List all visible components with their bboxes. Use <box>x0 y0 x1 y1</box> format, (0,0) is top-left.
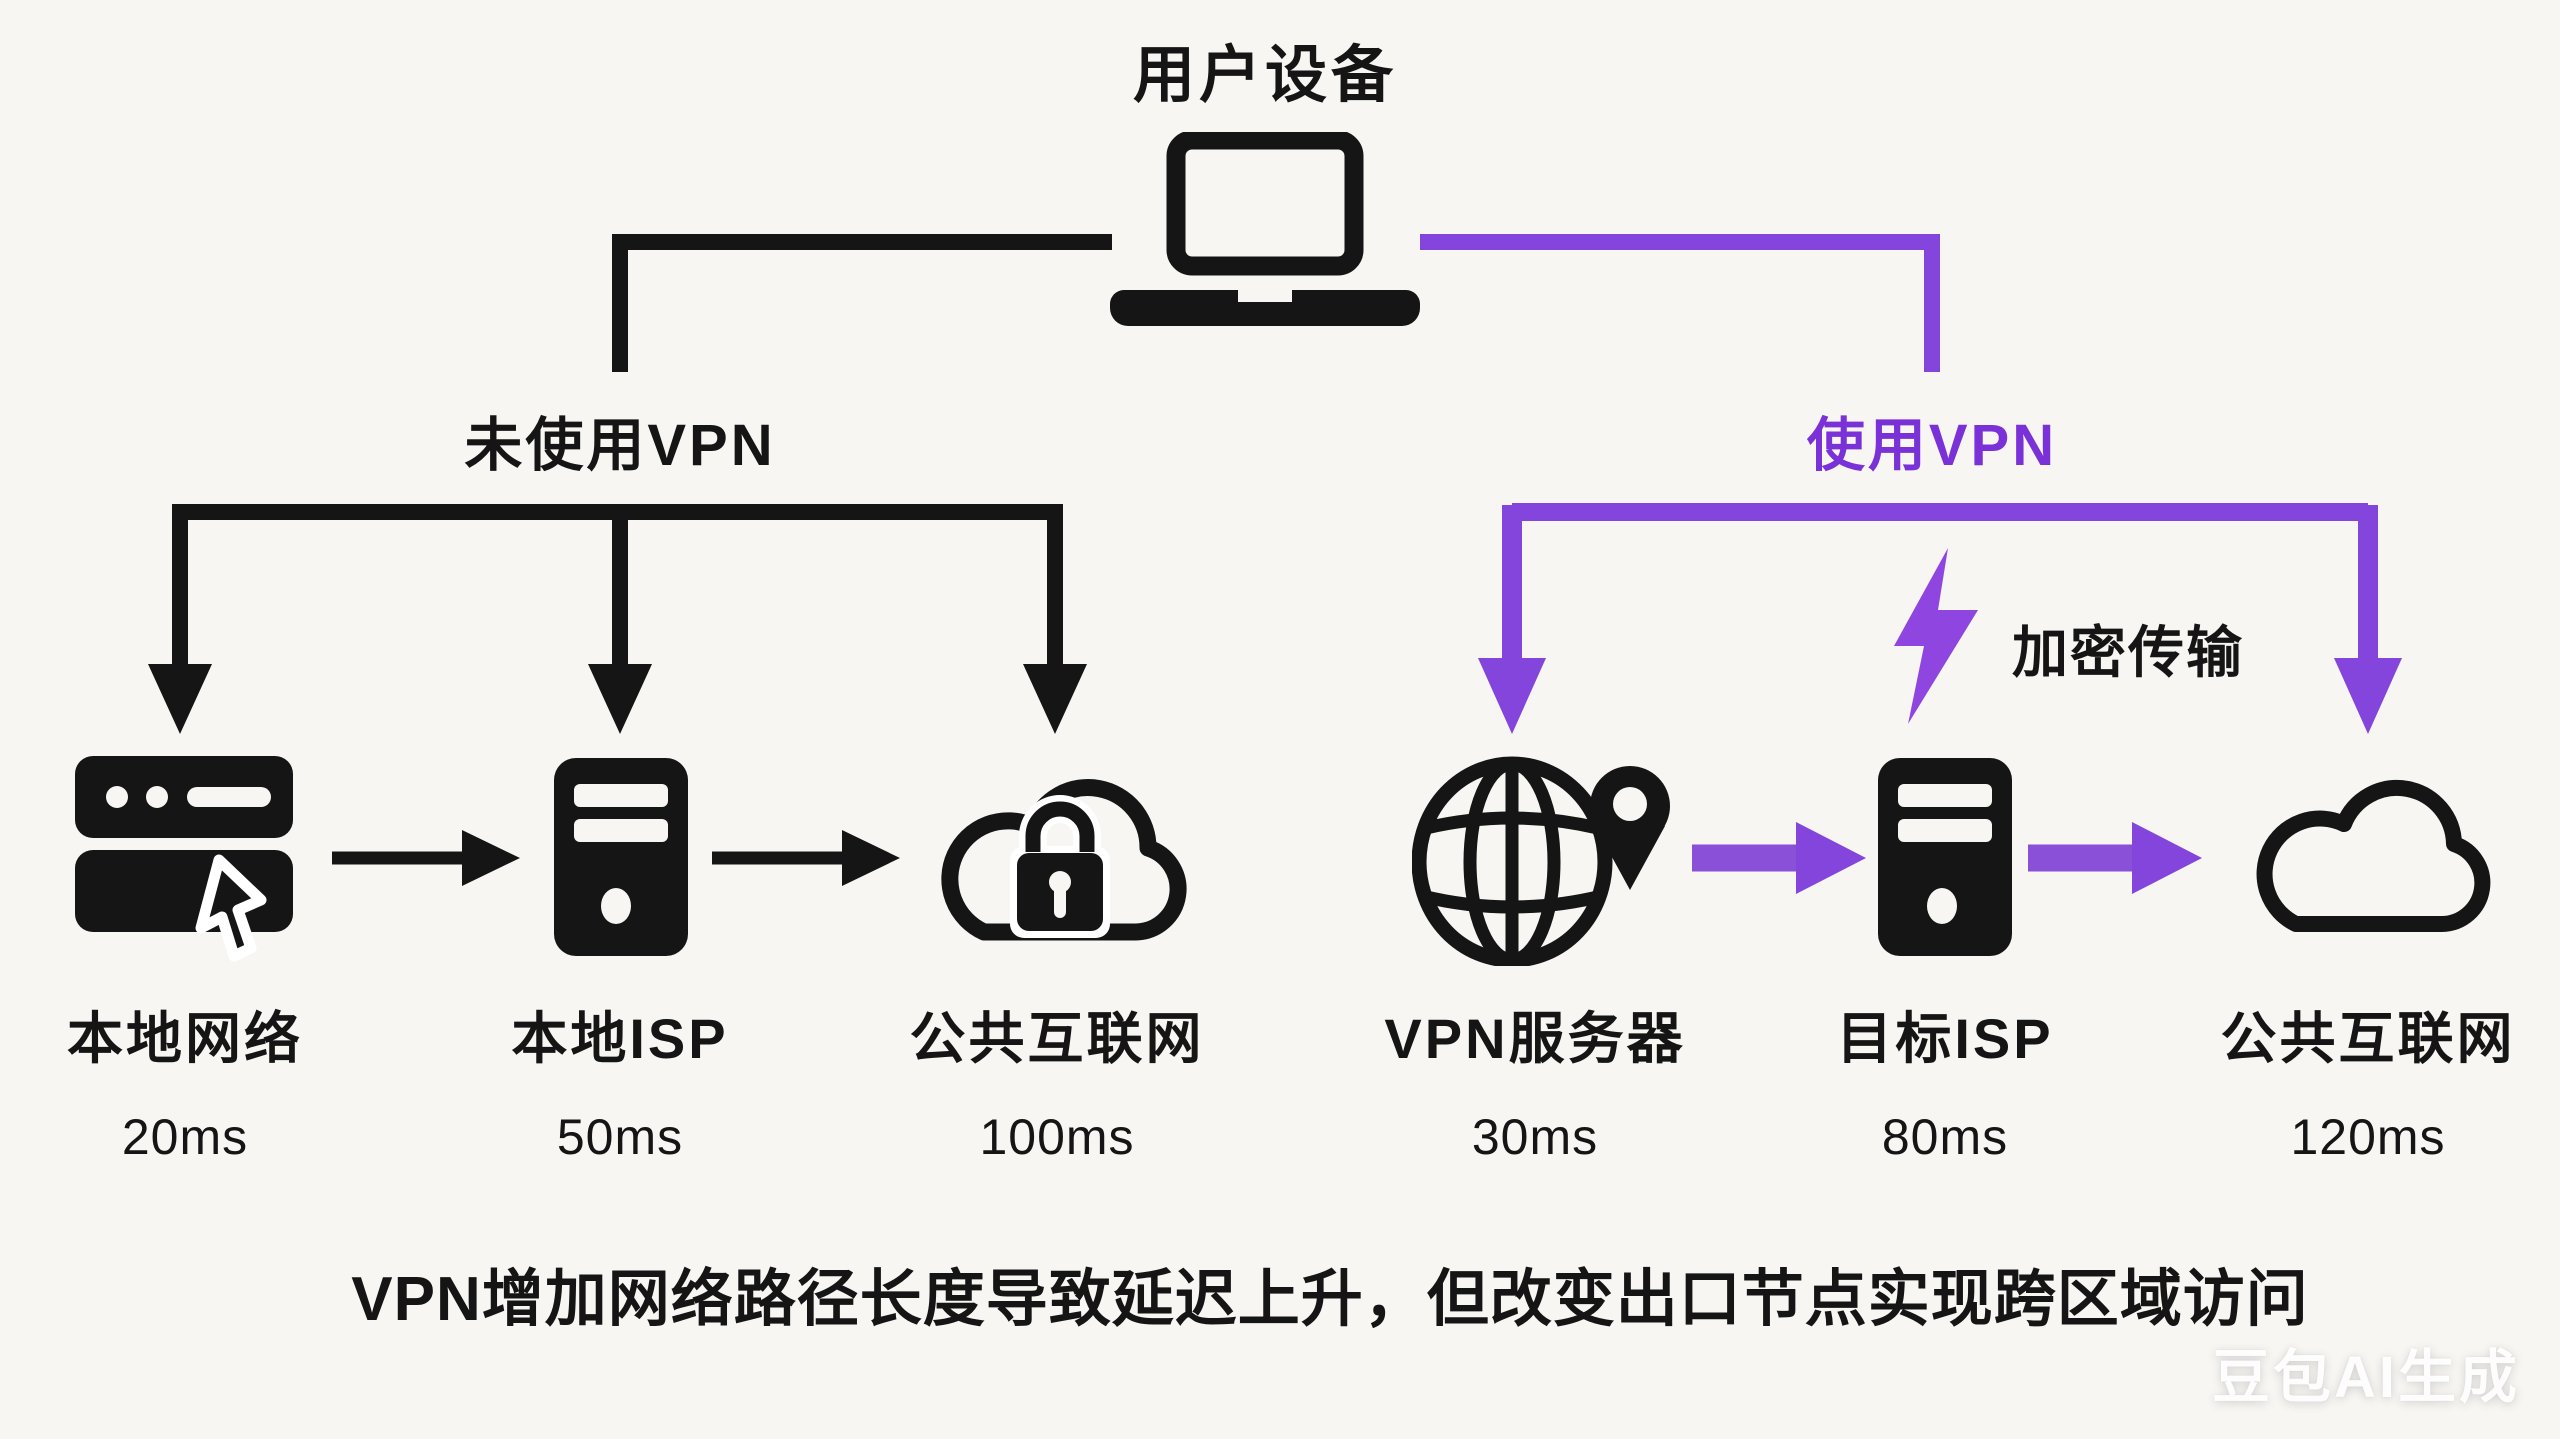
latency-public-internet-right: 120ms <box>2290 1109 2446 1165</box>
latency-vpn-server: 30ms <box>1471 1109 1599 1165</box>
node-label-target-isp: 目标ISP <box>1836 1007 2054 1070</box>
vpn-branch-label: 使用VPN <box>1806 413 2058 478</box>
page-title: 用户设备 <box>1132 41 1398 110</box>
no-vpn-elbow-line <box>612 234 1112 372</box>
node-label-local-network: 本地网络 <box>67 1007 303 1070</box>
lock-glyph <box>1010 795 1110 938</box>
cloud-lock-icon <box>941 779 1187 941</box>
latency-target-isp: 80ms <box>1881 1109 2009 1165</box>
arrow-local-network-to-isp <box>332 830 520 886</box>
vpn-distribution-arrows <box>1478 503 2402 734</box>
encrypted-transport-label: 加密传输 <box>2012 621 2244 684</box>
caption: VPN增加网络路径长度导致延迟上升，但改变出口节点实现跨区域访问 <box>351 1265 2309 1334</box>
arrow-isp-to-internet-left <box>712 830 900 886</box>
no-vpn-branch-label: 未使用VPN <box>464 413 776 478</box>
arrow-vpn-server-to-target-isp <box>1692 822 1866 894</box>
globe-pin-icon <box>1412 756 1670 966</box>
watermark: 豆包AI生成 <box>2212 1345 2521 1410</box>
arrow-target-isp-to-internet-right <box>2028 822 2202 894</box>
laptop-icon <box>1110 132 1420 326</box>
server-icon-2 <box>1878 758 2012 956</box>
node-label-public-internet-right: 公共互联网 <box>2220 1007 2516 1070</box>
router-icon <box>75 756 293 962</box>
no-vpn-distribution-arrows <box>148 504 1087 734</box>
node-label-local-isp: 本地ISP <box>511 1007 729 1070</box>
lightning-icon <box>1894 548 1978 724</box>
server-icon <box>554 758 688 956</box>
cloud-icon <box>2256 779 2491 932</box>
node-label-public-internet-left: 公共互联网 <box>909 1007 1205 1070</box>
latency-public-internet-left: 100ms <box>979 1109 1135 1165</box>
location-pin-glyph <box>1590 766 1670 890</box>
node-label-vpn-server: VPN服务器 <box>1384 1007 1686 1070</box>
latency-local-isp: 50ms <box>556 1109 684 1165</box>
latency-local-network: 20ms <box>121 1109 249 1165</box>
vpn-elbow-line <box>1420 234 1940 372</box>
